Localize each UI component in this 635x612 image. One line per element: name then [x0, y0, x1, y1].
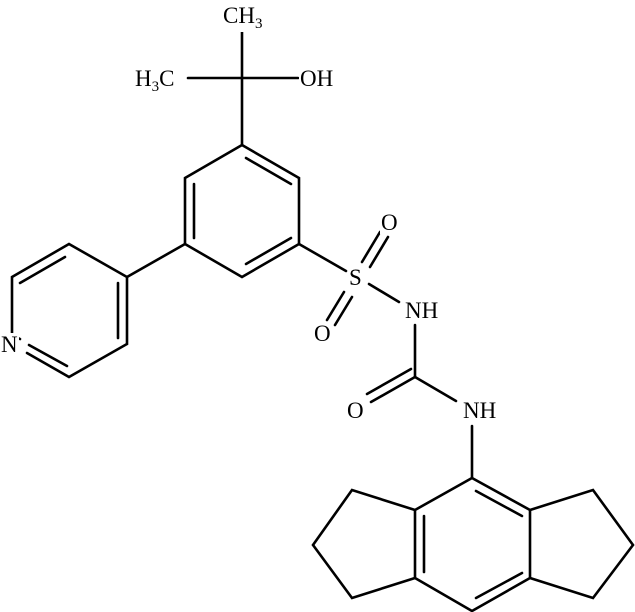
- sulfonyl-oxygen-top-label: O: [380, 210, 399, 235]
- sulfonyl-oxygen-bottom-label: O: [313, 321, 332, 346]
- methyl-left-label: H3C: [134, 66, 176, 95]
- pyridine-nitrogen-label: N: [0, 332, 19, 357]
- hydroxyl-label: OH: [299, 66, 335, 91]
- urea-nh-label: NH: [462, 398, 498, 423]
- methyl-top-label: CH3: [222, 3, 264, 32]
- sulfur-label: S: [348, 265, 363, 290]
- sulfonamide-nh-label: NH: [404, 298, 440, 323]
- carbonyl-oxygen-label: O: [346, 398, 365, 423]
